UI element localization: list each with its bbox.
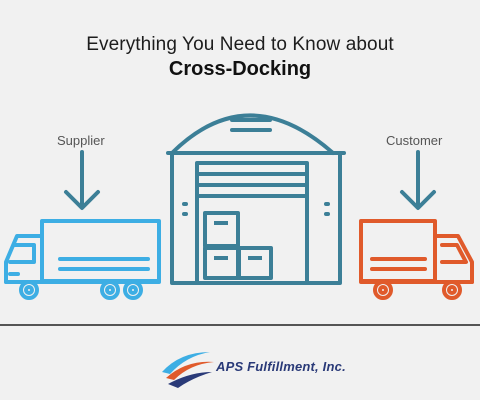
title-line-2: Cross-Docking — [168, 58, 312, 80]
warehouse-icon — [166, 113, 346, 285]
company-logo-text: APS Fulfillment, Inc. — [216, 359, 346, 374]
supplier-arrow-icon — [64, 150, 100, 210]
customer-label: Customer — [386, 133, 443, 148]
stacked-boxes-icon — [203, 211, 273, 280]
swoosh-logo-icon — [162, 352, 214, 388]
divider-line — [0, 324, 480, 326]
supplier-label: Supplier — [57, 133, 105, 148]
customer-arrow-icon — [400, 150, 436, 210]
supplier-truck-icon — [4, 219, 161, 300]
title-line-1: Everything You Need to Know about — [86, 34, 394, 55]
customer-truck-icon — [359, 219, 474, 300]
